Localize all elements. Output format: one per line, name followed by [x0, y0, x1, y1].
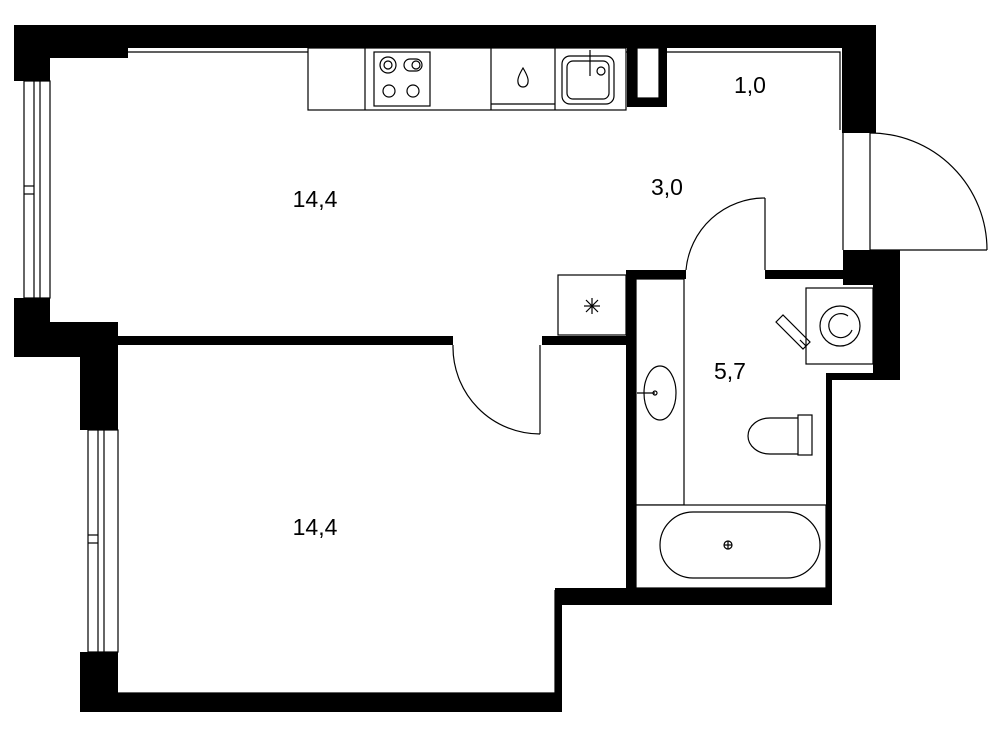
cooktop-icon	[373, 51, 431, 107]
bathtub-icon	[635, 504, 827, 589]
area-labels: 14,4 14,4 3,0 1,0 5,7	[293, 72, 766, 540]
area-label-hallway: 3,0	[651, 174, 683, 200]
area-label-closet: 1,0	[734, 72, 766, 98]
interior-walls	[118, 46, 881, 588]
kitchen-counter	[307, 47, 627, 111]
window-left-lower	[87, 429, 119, 653]
closet-box	[636, 47, 660, 99]
area-label-bedroom: 14,4	[293, 514, 338, 540]
bathroom-door	[685, 197, 766, 271]
exterior-walls	[14, 25, 900, 712]
washbasin-icon	[637, 365, 677, 421]
window-left-upper	[23, 80, 51, 299]
bedroom-door	[452, 344, 541, 435]
washing-machine-icon	[805, 287, 874, 365]
bathroom-fixtures	[635, 278, 874, 589]
toilet-icon	[747, 414, 813, 456]
dishwasher-icon	[517, 66, 529, 88]
doors	[452, 132, 988, 435]
windows	[23, 80, 119, 653]
ventilation-icon	[584, 298, 600, 314]
area-label-kitchen-living: 14,4	[293, 186, 338, 212]
kitchen-sink-icon	[561, 50, 615, 105]
water-heater-icon	[775, 314, 811, 350]
entrance-door	[842, 132, 988, 251]
utility-cabinet	[557, 274, 627, 336]
area-label-bathroom: 5,7	[714, 358, 746, 384]
